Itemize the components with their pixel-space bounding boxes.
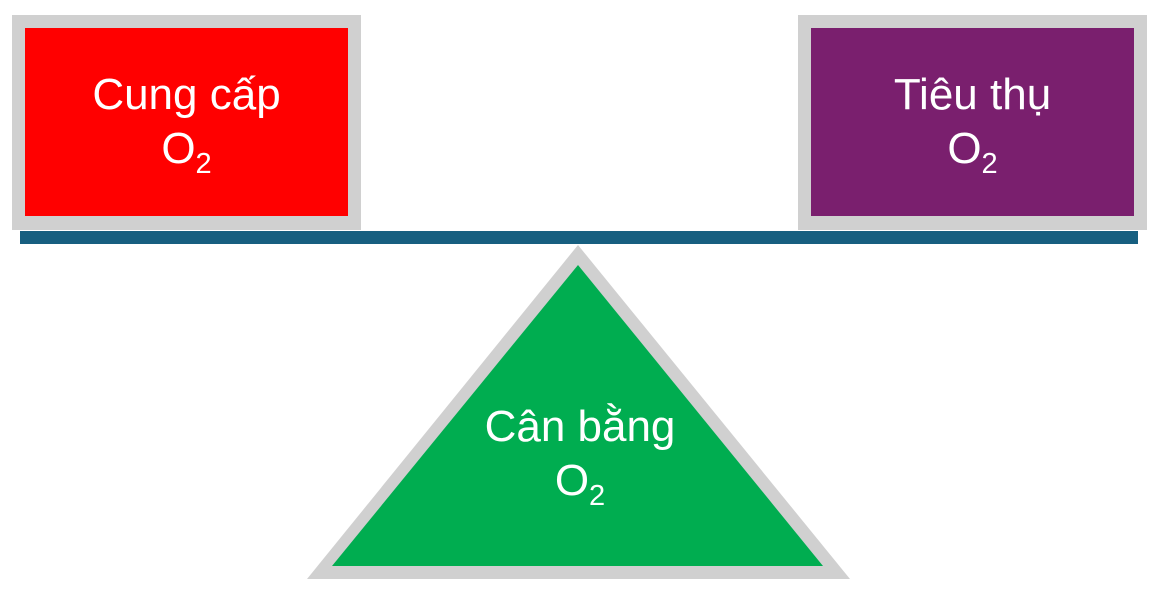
fulcrum-fill <box>332 265 823 566</box>
oxygen-supply-fill: Cung cấp O2 <box>25 28 348 216</box>
consumption-formula-base: O <box>947 124 982 173</box>
oxygen-consumption-box: Tiêu thụ O2 <box>798 15 1147 230</box>
supply-formula-subscript: 2 <box>195 148 212 180</box>
oxygen-consumption-fill: Tiêu thụ O2 <box>811 28 1134 216</box>
balance-label: Cân bằng <box>484 402 676 451</box>
balance-formula-subscript: 2 <box>589 480 606 512</box>
oxygen-supply-box: Cung cấp O2 <box>12 15 361 230</box>
supply-formula-base: O <box>161 124 196 173</box>
balance-formula-base: O <box>554 456 590 505</box>
consumption-formula: O2 <box>947 122 997 179</box>
consumption-label: Tiêu thụ <box>893 70 1052 119</box>
balance-text: Cân bằng O2 <box>420 400 740 511</box>
supply-label: Cung cấp <box>92 70 281 119</box>
supply-formula: O2 <box>161 122 211 179</box>
fulcrum-triangle-icon <box>307 245 850 579</box>
consumption-formula-subscript: 2 <box>981 148 998 180</box>
balance-beam <box>20 231 1138 244</box>
balance-formula: O2 <box>554 454 605 511</box>
